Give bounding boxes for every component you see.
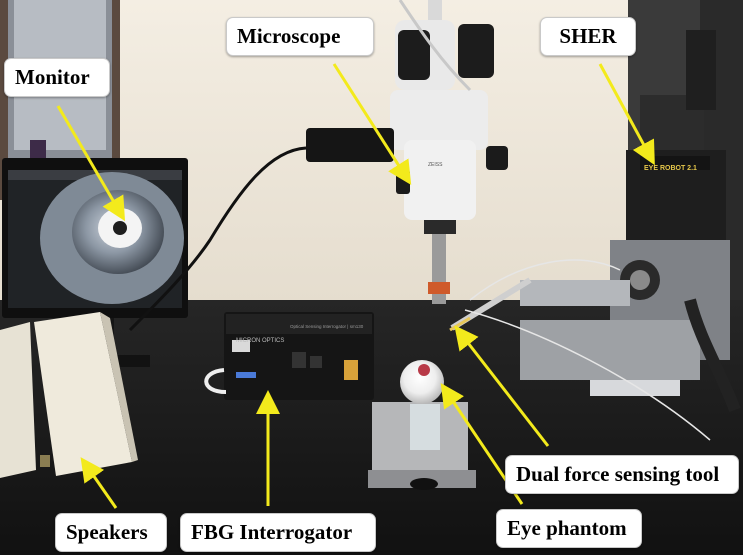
- microscope-brand-text: ZEISS: [428, 162, 443, 168]
- speaker-right: [34, 312, 132, 476]
- robot-arm: [520, 280, 630, 306]
- monitor-label: Monitor: [4, 58, 110, 97]
- fbg-interrogator-label: FBG Interrogator: [180, 513, 376, 552]
- speakers-label: Speakers: [55, 513, 167, 552]
- eyepiece-right: [458, 24, 494, 78]
- microscope-label: Microscope: [226, 17, 374, 56]
- phantom-holder: [410, 404, 440, 450]
- eye-phantom: [400, 360, 444, 404]
- interrogator-brand-text: MICRON OPTICS: [236, 338, 284, 344]
- robot-badge-text: EYE ROBOT 2.1: [644, 165, 697, 172]
- cable-chain: [684, 298, 741, 413]
- microscope-body: [404, 140, 476, 220]
- camera-cable: [128, 146, 307, 332]
- sher-label: SHER: [540, 17, 636, 56]
- interrogator-model-text: Optical Sensing Interrogator | sm130: [290, 324, 364, 329]
- dual-force-tool-label: Dual force sensing tool: [505, 455, 739, 494]
- eye-phantom-label: Eye phantom: [496, 509, 642, 548]
- microscope-camera: [306, 128, 394, 162]
- speaker-left: [0, 322, 36, 478]
